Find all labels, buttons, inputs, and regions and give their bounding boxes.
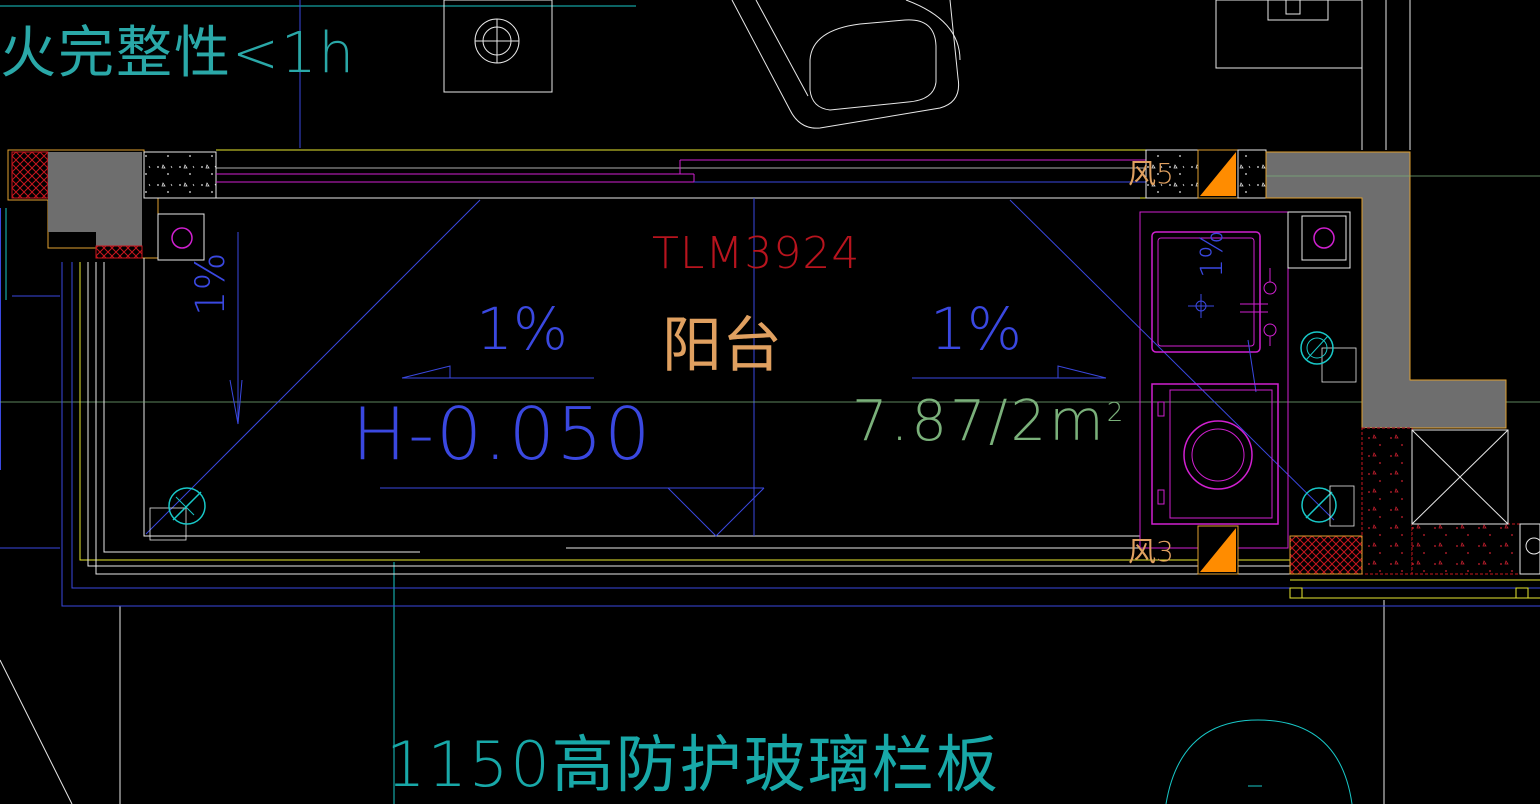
area-label: 7.87/2m2: [852, 394, 1126, 450]
room-name-label: 阳台: [662, 311, 782, 381]
area-value: 7.87/2m: [852, 389, 1107, 454]
left-wall: [7, 149, 217, 259]
slope-arrow-left: [401, 365, 594, 379]
balcony-outline: 1%: [0, 197, 1540, 607]
slope-right-label: 1%: [930, 295, 1023, 363]
area-unit-superscript: 2: [1106, 398, 1127, 428]
floor-level-label: H-0.050: [352, 392, 653, 476]
door-code-label: TLM3924: [652, 228, 861, 279]
railing-note-label: 1150高防护玻璃栏板: [386, 728, 1000, 801]
right-wall: [1145, 149, 1540, 575]
equipment-zone: 1%: [1139, 211, 1357, 549]
window-strip: [216, 149, 1146, 199]
svg-text:1%: 1%: [1195, 230, 1230, 278]
svg-text:1%: 1%: [188, 253, 234, 316]
fan-top-label: 风5: [1128, 157, 1174, 190]
fire-integrity-note: 火完整性<1h: [0, 21, 357, 86]
fan-bottom-label: 风3: [1128, 535, 1174, 568]
context-lines: [0, 0, 1411, 804]
slope-arrow-right: [912, 365, 1107, 379]
level-marker: [380, 487, 765, 537]
slope-left-label: 1%: [476, 295, 569, 363]
floor-drain-left: [149, 213, 206, 541]
